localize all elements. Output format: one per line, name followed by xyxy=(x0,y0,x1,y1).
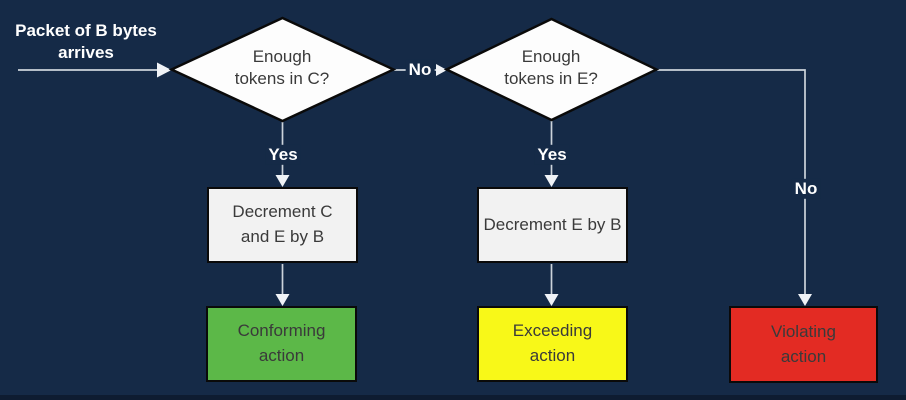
exceeding-action-label: Exceeding action xyxy=(512,321,593,365)
arrowhead-decrement-e-to-exceeding xyxy=(544,294,559,306)
violating-action-box: Violating action xyxy=(729,306,878,383)
start-label: Packet of B bytes arrives xyxy=(15,21,157,63)
decision-e-diamond xyxy=(443,17,660,122)
decision-c-label: Enough tokens in C? xyxy=(234,47,330,89)
decision-c-diamond xyxy=(168,16,397,123)
process-decrement-e-label: Decrement E by B xyxy=(483,214,622,234)
arrowhead-decision-c-to-decrement-ce xyxy=(275,175,290,187)
arrowhead-start-to-decision-c xyxy=(157,62,172,78)
conforming-action-label: Conforming action xyxy=(237,321,326,365)
arrowhead-decrement-ce-to-conforming xyxy=(275,294,290,306)
edge-label-c-yes: Yes xyxy=(265,144,301,166)
process-decrement-c-e-label: Decrement C and E by B xyxy=(232,202,333,246)
edge-decision-e-to-violating xyxy=(657,69,806,295)
process-decrement-c-e-box: Decrement C and E by B xyxy=(207,187,358,263)
arrowhead-decision-e-to-violating xyxy=(798,294,812,306)
conforming-action-box: Conforming action xyxy=(206,306,357,382)
edge-label-c-no: No xyxy=(405,59,435,81)
edge-label-e-no: No xyxy=(791,178,821,200)
edge-label-e-yes: Yes xyxy=(534,144,570,166)
arrowhead-decision-c-to-decision-e xyxy=(436,64,447,76)
process-decrement-e-box: Decrement E by B xyxy=(477,187,628,263)
bottom-window-edge xyxy=(0,395,906,400)
violating-action-label: Violating action xyxy=(771,321,836,366)
decision-e-label: Enough tokens in E? xyxy=(504,47,598,89)
arrowhead-decision-e-to-decrement-e xyxy=(544,175,559,187)
exceeding-action-box: Exceeding action xyxy=(477,306,628,382)
